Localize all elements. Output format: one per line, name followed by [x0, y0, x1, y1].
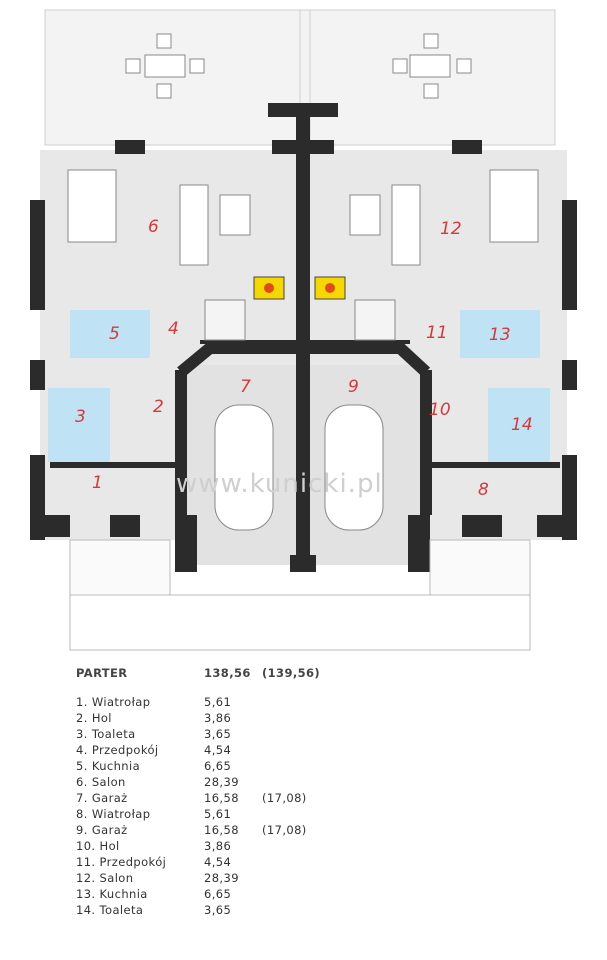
room-number: 8: [478, 480, 489, 500]
room-number: 5: [109, 324, 120, 344]
dining-table: [67, 169, 539, 243]
room-alt-area: [262, 806, 342, 822]
room-label: 4. Przedpokój: [76, 743, 159, 757]
schedule-header: PARTER 138,56 (139,56): [76, 666, 342, 680]
entry-steps: [69, 539, 531, 651]
room-area: 3,65: [204, 903, 232, 917]
patio-table-left: [125, 33, 205, 99]
room-label: 5. Kuchnia: [76, 759, 141, 773]
room-area: 4,54: [204, 855, 232, 869]
patio-table-right: [392, 33, 472, 99]
room-row: 2. Hol 3,86: [76, 710, 342, 726]
walls: [30, 103, 577, 572]
floor-alt-area: (139,56): [262, 666, 321, 680]
room-row: 11. Przedpokój 4,54: [76, 854, 342, 870]
room-number: 13: [489, 325, 511, 345]
room-number: 10: [429, 400, 451, 420]
room-alt-area: [262, 838, 342, 854]
floor-area: 138,56: [204, 666, 251, 680]
room-area: 28,39: [204, 871, 239, 885]
room-alt-area: [262, 902, 342, 918]
room-row: 8. Wiatrołap 5,61: [76, 806, 342, 822]
room-number: 2: [153, 397, 164, 417]
room-label: 9. Garaż: [76, 823, 128, 837]
room-row: 1. Wiatrołap 5,61: [76, 694, 342, 710]
watermark: www.kunicki.pl: [176, 469, 383, 499]
room-alt-area: (17,08): [262, 823, 307, 837]
room-number: 11: [426, 323, 448, 343]
room-label: 6. Salon: [76, 775, 126, 789]
room-alt-area: [262, 742, 342, 758]
room-label: 7. Garaż: [76, 791, 128, 805]
room-label: 2. Hol: [76, 711, 112, 725]
room-row: 6. Salon 28,39: [76, 774, 342, 790]
room-alt-area: [262, 886, 342, 902]
floor-name: PARTER: [76, 666, 128, 680]
room-label: 11. Przedpokój: [76, 855, 167, 869]
room-row: 12. Salon 28,39: [76, 870, 342, 886]
room-number: 9: [348, 377, 359, 397]
room-row: 13. Kuchnia 6,65: [76, 886, 342, 902]
room-label: 3. Toaleta: [76, 727, 136, 741]
room-label: 14. Toaleta: [76, 903, 144, 917]
room-alt-area: [262, 758, 342, 774]
room-alt-area: (17,08): [262, 791, 307, 805]
room-area: 6,65: [204, 759, 232, 773]
room-area: 3,65: [204, 727, 232, 741]
room-alt-area: [262, 710, 342, 726]
room-area: 3,86: [204, 839, 232, 853]
room-number: 12: [440, 219, 462, 239]
room-area: 3,86: [204, 711, 232, 725]
room-area: 4,54: [204, 743, 232, 757]
room-area: 6,65: [204, 887, 232, 901]
room-alt-area: [262, 694, 342, 710]
room-alt-area: [262, 854, 342, 870]
room-label: 12. Salon: [76, 871, 134, 885]
stairs: [204, 299, 396, 341]
room-alt-area: [262, 774, 342, 790]
room-area: 16,58: [204, 791, 239, 805]
room-row: 10. Hol 3,86: [76, 838, 342, 854]
room-area: 28,39: [204, 775, 239, 789]
room-number: 4: [168, 319, 179, 339]
room-area: 5,61: [204, 695, 232, 709]
room-number: 14: [511, 415, 533, 435]
room-number: 3: [75, 407, 86, 427]
room-row: 3. Toaleta 3,65: [76, 726, 342, 742]
room-row: 4. Przedpokój 4,54: [76, 742, 342, 758]
room-area: 16,58: [204, 823, 239, 837]
room-number: 1: [92, 473, 103, 493]
room-area: 5,61: [204, 807, 232, 821]
room-alt-area: [262, 726, 342, 742]
room-row: 9. Garaż 16,58 (17,08): [76, 822, 342, 838]
room-row: 14. Toaleta 3,65: [76, 902, 342, 918]
room-label: 8. Wiatrołap: [76, 807, 151, 821]
sofa: [179, 184, 421, 266]
car-icon: [214, 404, 384, 531]
room-number: 6: [148, 217, 159, 237]
room-row: 7. Garaż 16,58 (17,08): [76, 790, 342, 806]
kitchen-left: [70, 310, 150, 358]
room-number: 7: [240, 377, 251, 397]
toilet-right: [488, 388, 550, 462]
room-label: 13. Kuchnia: [76, 887, 148, 901]
room-row: 5. Kuchnia 6,65: [76, 758, 342, 774]
toilet-left: [48, 388, 110, 462]
room-label: 1. Wiatrołap: [76, 695, 151, 709]
fireplace-icon: [253, 276, 346, 300]
room-label: 10. Hol: [76, 839, 120, 853]
kitchen-right: [460, 310, 540, 358]
room-alt-area: [262, 870, 342, 886]
floor-plan: 1 2 3 4 5 6 7 8 9 10 11 12 13 14 www.kun…: [30, 9, 577, 651]
